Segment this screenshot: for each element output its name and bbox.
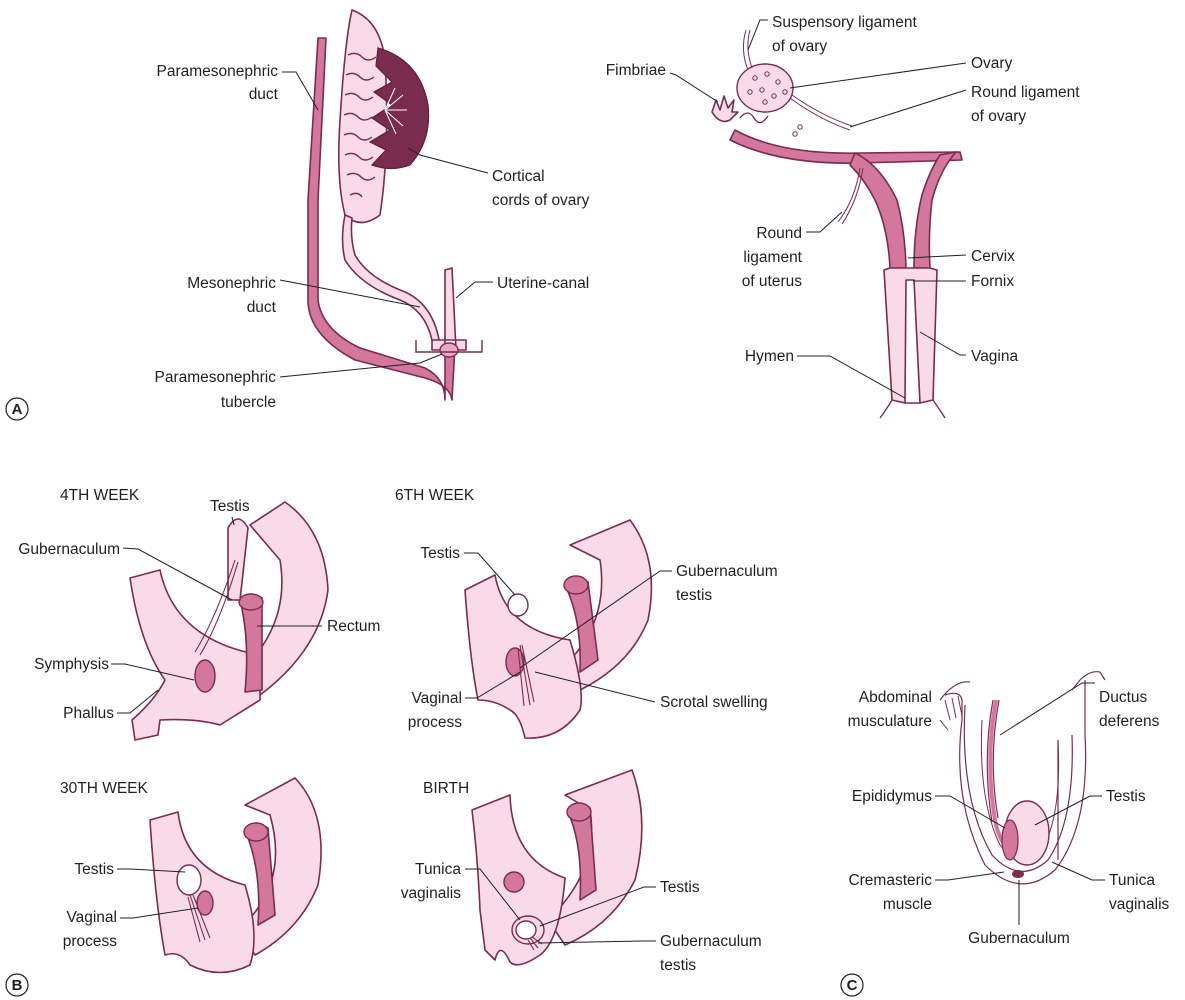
label-c-epididymus: Epididymus bbox=[852, 788, 932, 805]
figure-30th-week bbox=[150, 778, 321, 973]
label-6w-testis: Testis bbox=[420, 545, 460, 562]
mesonephric-duct-shape bbox=[343, 215, 441, 345]
ligament-fibers bbox=[743, 30, 863, 224]
fimbriae-shape bbox=[712, 96, 738, 121]
title-4th-week: 4TH WEEK bbox=[60, 487, 140, 504]
label-hymen: Hymen bbox=[745, 348, 794, 365]
rectum-6w-top bbox=[564, 576, 588, 594]
fimbriae-curl bbox=[740, 113, 768, 123]
uterine-tube-shape bbox=[730, 130, 962, 163]
svg-text:C: C bbox=[847, 977, 858, 994]
label-cervix: Cervix bbox=[971, 248, 1015, 265]
symphysis-birth bbox=[504, 872, 524, 892]
testis-birth bbox=[516, 921, 536, 939]
label-ovary: Ovary bbox=[971, 55, 1013, 72]
panel-c-figure bbox=[940, 672, 1105, 884]
label-4w-phallus: Phallus bbox=[63, 705, 114, 722]
label-30w-testis: Testis bbox=[74, 861, 114, 878]
symphysis-4w bbox=[195, 660, 215, 692]
panel-letter-b: B bbox=[6, 974, 28, 996]
svg-text:B: B bbox=[12, 977, 23, 994]
gubernaculum-c bbox=[1012, 870, 1024, 878]
label-4w-gubernaculum: Gubernaculum bbox=[18, 541, 120, 558]
epididymus-c bbox=[1002, 820, 1018, 860]
label-c-gubernaculum: Gubernaculum bbox=[968, 930, 1070, 947]
abdominal-muscle-fibers bbox=[940, 696, 962, 730]
figure-6th-week bbox=[465, 520, 651, 738]
paramesonephric-tubercle-shape bbox=[440, 343, 458, 357]
testis-6w bbox=[508, 594, 528, 616]
label-uterine-canal: Uterine-canal bbox=[497, 275, 589, 292]
panel-letter-a: A bbox=[6, 398, 28, 420]
testis-30w bbox=[177, 865, 201, 895]
svg-text:A: A bbox=[12, 401, 23, 418]
vagina-lower-outline bbox=[880, 400, 945, 418]
title-30th-week: 30TH WEEK bbox=[60, 780, 149, 797]
label-6w-scrotal-swelling: Scrotal swelling bbox=[660, 694, 768, 711]
label-4w-testis: Testis bbox=[210, 498, 250, 515]
pelvis-birth-back bbox=[548, 770, 642, 945]
title-6th-week: 6TH WEEK bbox=[395, 487, 475, 504]
rectum-30w-top bbox=[244, 823, 268, 841]
title-birth: BIRTH bbox=[423, 780, 469, 797]
panel-a-left-figure bbox=[308, 10, 482, 400]
rectum-4w-top bbox=[239, 594, 263, 610]
figure-4th-week bbox=[130, 502, 328, 740]
labels-panel-b: 4TH WEEK Testis Gubernaculum Rectum Symp… bbox=[18, 487, 777, 974]
vagina-shape bbox=[884, 268, 937, 403]
rectum-birth-top bbox=[567, 803, 591, 821]
label-c-testis: Testis bbox=[1106, 788, 1146, 805]
uterus-right-wall bbox=[914, 152, 956, 268]
label-4w-rectum: Rectum bbox=[327, 618, 380, 635]
label-4w-symphysis: Symphysis bbox=[34, 656, 109, 673]
label-vagina: Vagina bbox=[971, 348, 1018, 365]
label-birth-testis: Testis bbox=[660, 879, 700, 896]
testis-4w bbox=[228, 519, 248, 600]
ovary-shape bbox=[737, 64, 793, 112]
figure-birth bbox=[472, 770, 642, 965]
label-fornix: Fornix bbox=[971, 273, 1014, 290]
panel-letter-c: C bbox=[841, 974, 863, 996]
uterus-left-wall bbox=[850, 153, 906, 268]
label-fimbriae: Fimbriae bbox=[606, 62, 666, 79]
